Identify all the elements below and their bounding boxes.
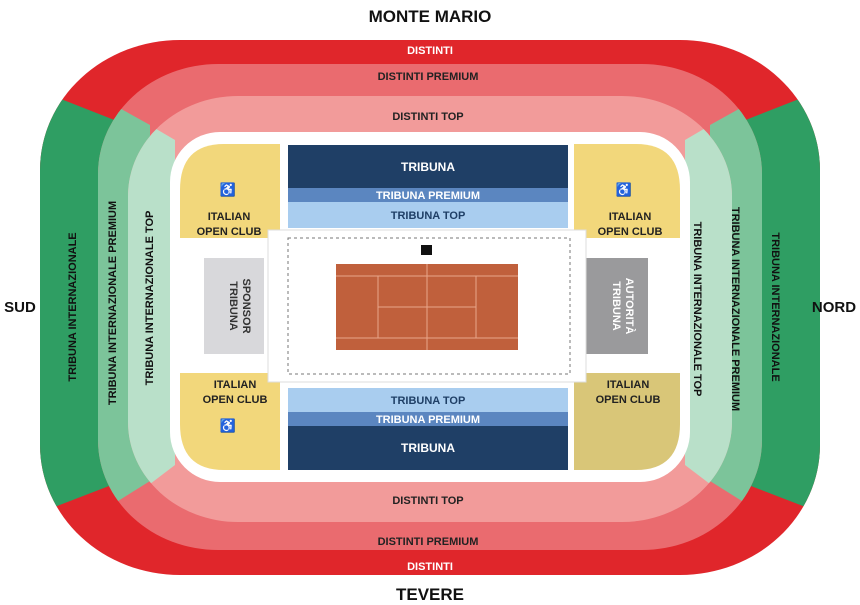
label-tribuna-internazionale-premium-nord: TRIBUNA INTERNAZIONALE PREMIUM: [729, 207, 741, 411]
section-tribuna-autorita[interactable]: [586, 258, 648, 354]
label-tribuna-autorita-2: AUTORITÀ: [623, 278, 636, 335]
section-tribuna-south[interactable]: [288, 426, 568, 470]
label-open-club-se-1: ITALIAN: [607, 379, 650, 391]
label-tribuna-south: TRIBUNA: [401, 441, 455, 455]
section-italian-open-club-se[interactable]: [574, 373, 680, 470]
accessible-icon: ♿: [616, 182, 632, 197]
label-open-club-sw-2: OPEN CLUB: [203, 394, 268, 406]
label-tribuna-internazionale-nord: TRIBUNA INTERNAZIONALE: [769, 232, 781, 381]
accessible-icon: ♿: [220, 182, 236, 197]
label-open-club-sw-1: ITALIAN: [214, 379, 257, 391]
label-tribuna-internazionale-top-sud: TRIBUNA INTERNAZIONALE TOP: [144, 211, 156, 386]
label-open-club-nw-2: OPEN CLUB: [197, 226, 262, 238]
section-tribuna-top-south[interactable]: [288, 388, 568, 412]
label-distinti-south: DISTINTI: [407, 561, 453, 573]
label-open-club-nw-1: ITALIAN: [208, 211, 251, 223]
accessible-icon: ♿: [220, 418, 236, 433]
section-italian-open-club-ne[interactable]: [574, 144, 680, 238]
label-tribuna-internazionale-sud: TRIBUNA INTERNAZIONALE: [67, 232, 79, 381]
label-distinti-premium-south: DISTINTI PREMIUM: [378, 536, 479, 548]
label-tribuna-top-south: TRIBUNA TOP: [391, 395, 466, 407]
label-distinti-north: DISTINTI: [407, 45, 453, 57]
label-distinti-premium-north: DISTINTI PREMIUM: [378, 71, 479, 83]
label-open-club-ne-2: OPEN CLUB: [598, 226, 663, 238]
label-open-club-se-2: OPEN CLUB: [596, 394, 661, 406]
label-tribuna-internazionale-top-nord: TRIBUNA INTERNAZIONALE TOP: [691, 222, 703, 397]
label-distinti-top-north: DISTINTI TOP: [392, 111, 463, 123]
label-sud: SUD: [4, 299, 36, 316]
label-open-club-ne-1: ITALIAN: [609, 211, 652, 223]
section-tribuna-internazionale-sud[interactable]: [0, 75, 122, 528]
label-tevere: TEVERE: [396, 585, 464, 604]
section-italian-open-club-nw[interactable]: [180, 144, 280, 238]
section-italian-open-club-sw[interactable]: [180, 373, 280, 470]
court-lines: [336, 264, 518, 350]
label-tribuna-sponsor-1: TRIBUNA: [227, 281, 239, 331]
section-tribuna-internazionale-premium-sud[interactable]: [40, 64, 150, 550]
section-tribuna-premium-south[interactable]: [288, 412, 568, 426]
label-tribuna-internazionale-premium-sud: TRIBUNA INTERNAZIONALE PREMIUM: [107, 201, 119, 405]
label-tribuna-premium-south: TRIBUNA PREMIUM: [376, 414, 480, 426]
section-tribuna-internazionale-nord[interactable]: [738, 75, 860, 528]
section-tribuna-internazionale-top-nord[interactable]: [685, 96, 760, 522]
court-boundary: [287, 237, 571, 375]
label-tribuna-autorita-1: TRIBUNA: [610, 281, 622, 331]
section-tribuna-internazionale-premium-nord[interactable]: [710, 64, 820, 550]
label-nord: NORD: [812, 299, 856, 316]
label-distinti-top-south: DISTINTI TOP: [392, 495, 463, 507]
section-tribuna-sponsor[interactable]: [204, 258, 264, 354]
label-monte-mario: MONTE MARIO: [369, 7, 492, 26]
umpire-chair-icon: [421, 245, 432, 255]
label-tribuna-premium-north: TRIBUNA PREMIUM: [376, 190, 480, 202]
label-tribuna-north: TRIBUNA: [401, 160, 455, 174]
section-tribuna-north[interactable]: [288, 145, 568, 188]
label-tribuna-sponsor-2: SPONSOR: [240, 278, 252, 333]
label-tribuna-top-north: TRIBUNA TOP: [391, 210, 466, 222]
section-tribuna-premium-north[interactable]: [288, 188, 568, 202]
section-tribuna-internazionale-top-sud[interactable]: [100, 96, 175, 522]
section-tribuna-top-north[interactable]: [288, 202, 568, 228]
